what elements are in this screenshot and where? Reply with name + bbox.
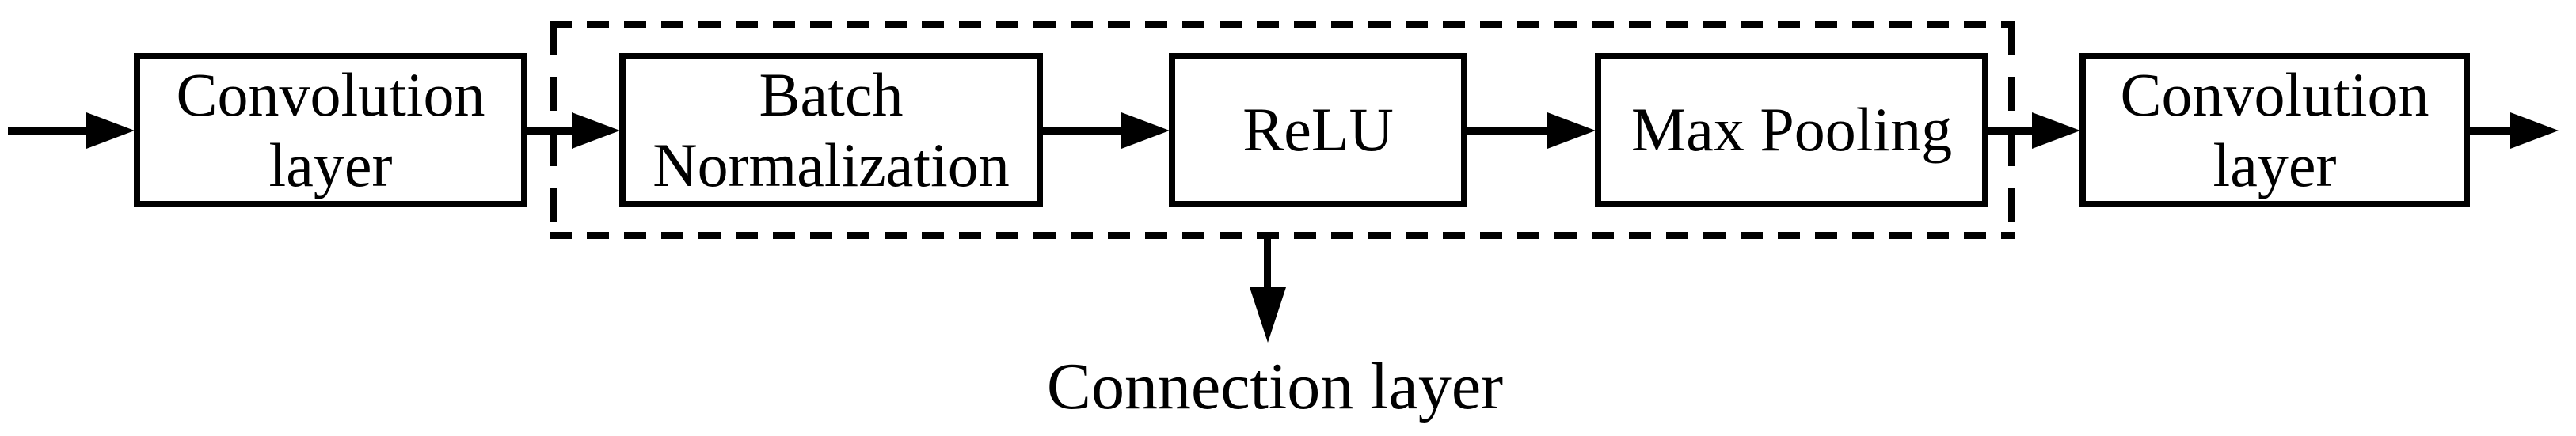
input-arrow-line xyxy=(8,127,89,135)
node-convolution-layer-2: Convolution layer xyxy=(2079,53,2470,207)
node-relu: ReLU xyxy=(1169,53,1467,207)
node-max-pooling-label: Max Pooling xyxy=(1630,95,1953,165)
group-to-caption-arrow-head-icon xyxy=(1250,287,1286,343)
arrow-batchnorm-to-relu-line xyxy=(1040,127,1125,135)
connection-layer-caption: Connection layer xyxy=(1046,350,1504,423)
arrow-maxpooling-to-conv2-head-icon xyxy=(2032,112,2080,149)
node-relu-label: ReLU xyxy=(1242,95,1394,165)
arrow-relu-to-maxpooling-line xyxy=(1464,127,1551,135)
group-box-dashed-left-edge xyxy=(550,21,557,239)
node-batch-normalization: Batch Normalization xyxy=(619,53,1043,207)
node-max-pooling: Max Pooling xyxy=(1595,53,1988,207)
arrow-conv1-to-batchnorm-head-icon xyxy=(572,112,620,149)
output-arrow-line xyxy=(2467,127,2513,135)
group-to-caption-arrow-line xyxy=(1264,234,1271,291)
node-convolution-layer-1-label: Convolution layer xyxy=(176,60,485,199)
output-arrow-head-icon xyxy=(2510,112,2559,149)
group-box-dashed-top-edge xyxy=(550,21,2015,28)
arrow-relu-to-maxpooling-head-icon xyxy=(1547,112,1596,149)
group-box-dashed-bottom-edge xyxy=(550,232,2015,239)
node-convolution-layer-2-label: Convolution layer xyxy=(2120,60,2430,199)
input-arrow-head-icon xyxy=(86,112,135,149)
node-batch-normalization-label: Batch Normalization xyxy=(653,60,1010,199)
arrow-batchnorm-to-relu-head-icon xyxy=(1121,112,1170,149)
group-box-dashed-right-edge xyxy=(2008,21,2015,239)
node-convolution-layer-1: Convolution layer xyxy=(134,53,527,207)
